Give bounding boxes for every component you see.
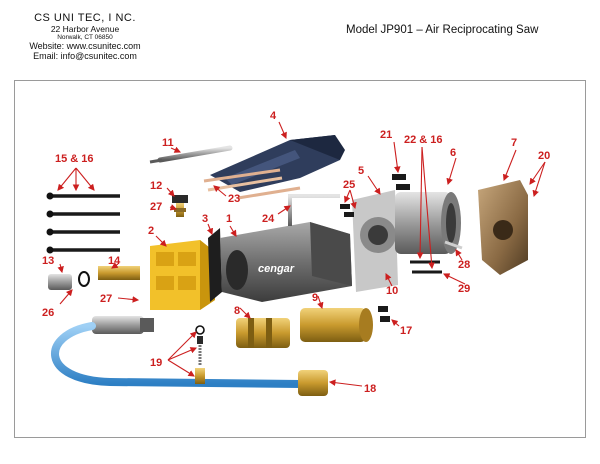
callout-13: 13 xyxy=(42,255,54,267)
part-18-hose-nut xyxy=(298,370,328,396)
company-website: Website: www.csunitec.com xyxy=(29,41,141,51)
company-email: Email: info@csunitec.com xyxy=(33,51,137,61)
callout-20: 20 xyxy=(538,150,550,162)
part-13-nozzle xyxy=(48,271,90,290)
part-12-cap xyxy=(172,195,188,217)
callout-26: 26 xyxy=(42,307,54,319)
part-8-spool xyxy=(236,318,290,348)
part-26-fitting xyxy=(92,316,154,334)
part-17-set-screw-b xyxy=(380,316,390,322)
callout-5: 5 xyxy=(358,165,364,177)
part-25-screw xyxy=(340,204,350,209)
part-28-pin xyxy=(444,240,463,250)
callout-8: 8 xyxy=(234,305,240,317)
callout-27-bottom: 27 xyxy=(100,293,112,305)
callout-28: 28 xyxy=(458,259,470,271)
callout-leaders xyxy=(57,121,546,387)
part-9-sleeve xyxy=(300,308,373,342)
callout-19: 19 xyxy=(150,357,162,369)
part-14-bushing xyxy=(98,266,140,280)
part-21-key xyxy=(392,174,406,180)
callout-27-top: 27 xyxy=(150,201,162,213)
callout-22-16: 22 & 16 xyxy=(404,134,443,146)
callout-2: 2 xyxy=(148,225,154,237)
model-title: Model JP901 – Air Reciprocating Saw xyxy=(346,24,539,36)
callout-9: 9 xyxy=(312,292,318,304)
part-1-main-body: cengar xyxy=(220,194,352,302)
part-25-screw-b xyxy=(344,212,354,217)
callout-14: 14 xyxy=(108,255,121,267)
callout-labels: 1 2 3 4 5 6 7 8 9 10 11 12 13 14 15 & 16… xyxy=(42,110,550,395)
callout-24: 24 xyxy=(262,213,275,225)
part-17-set-screw xyxy=(378,306,388,312)
callout-18: 18 xyxy=(364,383,376,395)
callout-4: 4 xyxy=(270,110,277,122)
company-address-street: 22 Harbor Avenue xyxy=(50,24,120,34)
part-6-housing xyxy=(395,192,461,254)
company-name: CS UNI TEC, I NC. xyxy=(34,12,136,24)
callout-23: 23 xyxy=(228,193,240,205)
callout-25: 25 xyxy=(343,179,355,191)
callout-29: 29 xyxy=(458,283,470,295)
callout-6: 6 xyxy=(450,147,456,159)
part-18-hose xyxy=(51,322,304,388)
callout-21: 21 xyxy=(380,129,392,141)
callout-11: 11 xyxy=(162,137,174,149)
part-7-bracket xyxy=(478,180,528,275)
callout-1: 1 xyxy=(226,213,232,225)
part-19-valve-set xyxy=(195,325,205,384)
part-2-cylinder-head xyxy=(150,240,215,310)
callout-17: 17 xyxy=(400,325,412,337)
callout-3: 3 xyxy=(202,213,208,225)
callout-10: 10 xyxy=(386,285,398,297)
part-11-pin xyxy=(149,145,233,164)
callout-12: 12 xyxy=(150,180,162,192)
part-15-16-bolts xyxy=(46,192,120,254)
part-4-blade-guard xyxy=(210,135,345,192)
part-5-plate xyxy=(352,190,398,292)
company-block: CS UNI TEC, I NC. 22 Harbor Avenue Norwa… xyxy=(18,12,152,61)
part-21-key-b xyxy=(396,184,410,190)
company-address-city: Norwalk, CT 06850 xyxy=(57,34,113,41)
callout-15-16: 15 & 16 xyxy=(55,153,94,165)
part-3-gasket xyxy=(208,228,222,302)
brand-logo: cengar xyxy=(258,263,295,275)
callout-7: 7 xyxy=(511,137,517,149)
